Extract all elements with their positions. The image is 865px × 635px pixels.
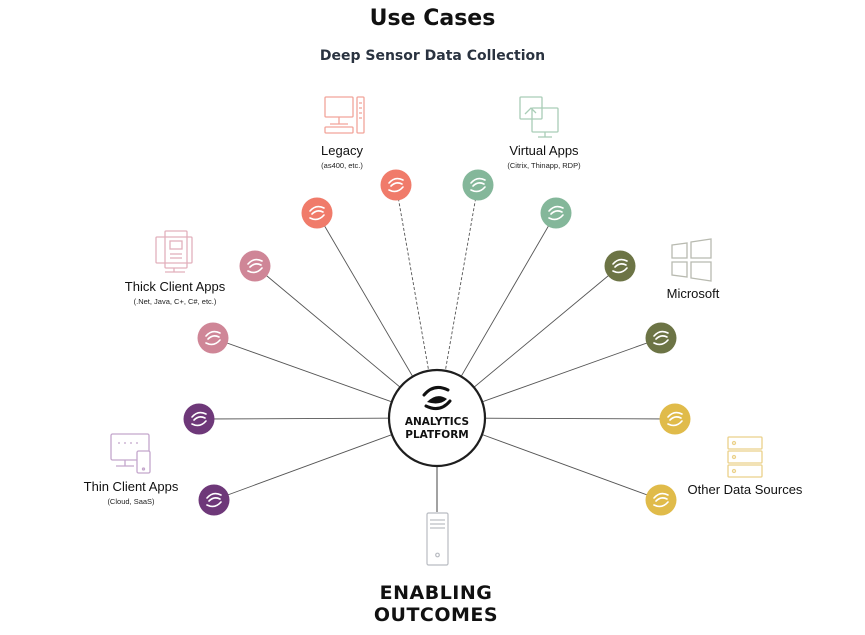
swirl-icon <box>470 177 486 193</box>
swirl-icon <box>205 330 221 346</box>
source-node-microsoft <box>645 322 677 354</box>
page-subtitle: Deep Sensor Data Collection <box>319 48 546 64</box>
source-node-other <box>645 484 677 516</box>
analytics-platform-hub: ANALYTICS PLATFORM <box>387 368 487 468</box>
source-node-thick <box>197 322 229 354</box>
swirl-icon <box>667 411 683 427</box>
category-label-thick-client: Thick Client Apps <box>124 279 226 294</box>
thick-client-monitor-icon <box>155 230 193 273</box>
windows-logo-icon <box>671 238 712 282</box>
swirl-logo-icon <box>422 385 452 411</box>
category-virtual-apps: Virtual Apps (Citrix, Thinapp, RDP) <box>494 143 594 170</box>
category-label-legacy: Legacy <box>321 143 363 158</box>
source-node-legacy <box>380 169 412 201</box>
swirl-icon <box>309 205 325 221</box>
footer-line2: OUTCOMES <box>373 604 499 626</box>
category-sub-thick-client: (.Net, Java, C+, C#, etc.) <box>133 297 217 306</box>
thin-client-devices-icon <box>110 433 151 474</box>
swirl-icon <box>653 492 669 508</box>
source-node-thick <box>239 250 271 282</box>
source-nodes <box>183 169 691 516</box>
category-sub-thin-client: (Cloud, SaaS) <box>107 497 155 506</box>
swirl-icon <box>206 492 222 508</box>
database-stack-icon <box>727 436 763 478</box>
category-sub-virtual-apps: (Citrix, Thinapp, RDP) <box>507 161 581 170</box>
enabling-outcomes-heading: ENABLING OUTCOMES <box>0 582 865 626</box>
category-label-other-data-sources: Other Data Sources <box>687 482 803 497</box>
swirl-icon <box>653 330 669 346</box>
category-microsoft: Microsoft <box>648 286 738 301</box>
virtual-apps-monitor-icon <box>519 96 559 138</box>
spoke-line-legacy <box>395 184 438 419</box>
category-other-data-sources: Other Data Sources <box>680 482 810 497</box>
source-node-thin <box>183 403 215 435</box>
category-sub-legacy: (as400, etc.) <box>321 161 363 170</box>
page-title: Use Cases <box>369 6 496 31</box>
swirl-icon <box>548 205 564 221</box>
server-tower-icon <box>426 512 449 566</box>
source-node-virtual <box>462 169 494 201</box>
footer-line1: ENABLING <box>379 582 493 604</box>
category-thick-client: Thick Client Apps (.Net, Java, C+, C#, e… <box>120 279 230 306</box>
source-node-other <box>659 403 691 435</box>
hub-label-line2: PLATFORM <box>405 429 469 441</box>
source-node-legacy <box>301 197 333 229</box>
legacy-computer-icon <box>324 96 365 134</box>
source-node-virtual <box>540 197 572 229</box>
spoke-line-virtual <box>436 184 479 419</box>
category-label-virtual-apps: Virtual Apps <box>509 143 579 158</box>
category-legacy: Legacy (as400, etc.) <box>297 143 387 170</box>
source-node-thin <box>198 484 230 516</box>
swirl-icon <box>191 411 207 427</box>
swirl-icon <box>247 258 263 274</box>
category-label-microsoft: Microsoft <box>666 286 720 301</box>
hub-label-line1: ANALYTICS <box>405 416 469 428</box>
category-thin-client: Thin Client Apps (Cloud, SaaS) <box>77 479 185 506</box>
category-label-thin-client: Thin Client Apps <box>83 479 179 494</box>
source-node-microsoft <box>604 250 636 282</box>
swirl-icon <box>612 258 628 274</box>
swirl-icon <box>388 177 404 193</box>
